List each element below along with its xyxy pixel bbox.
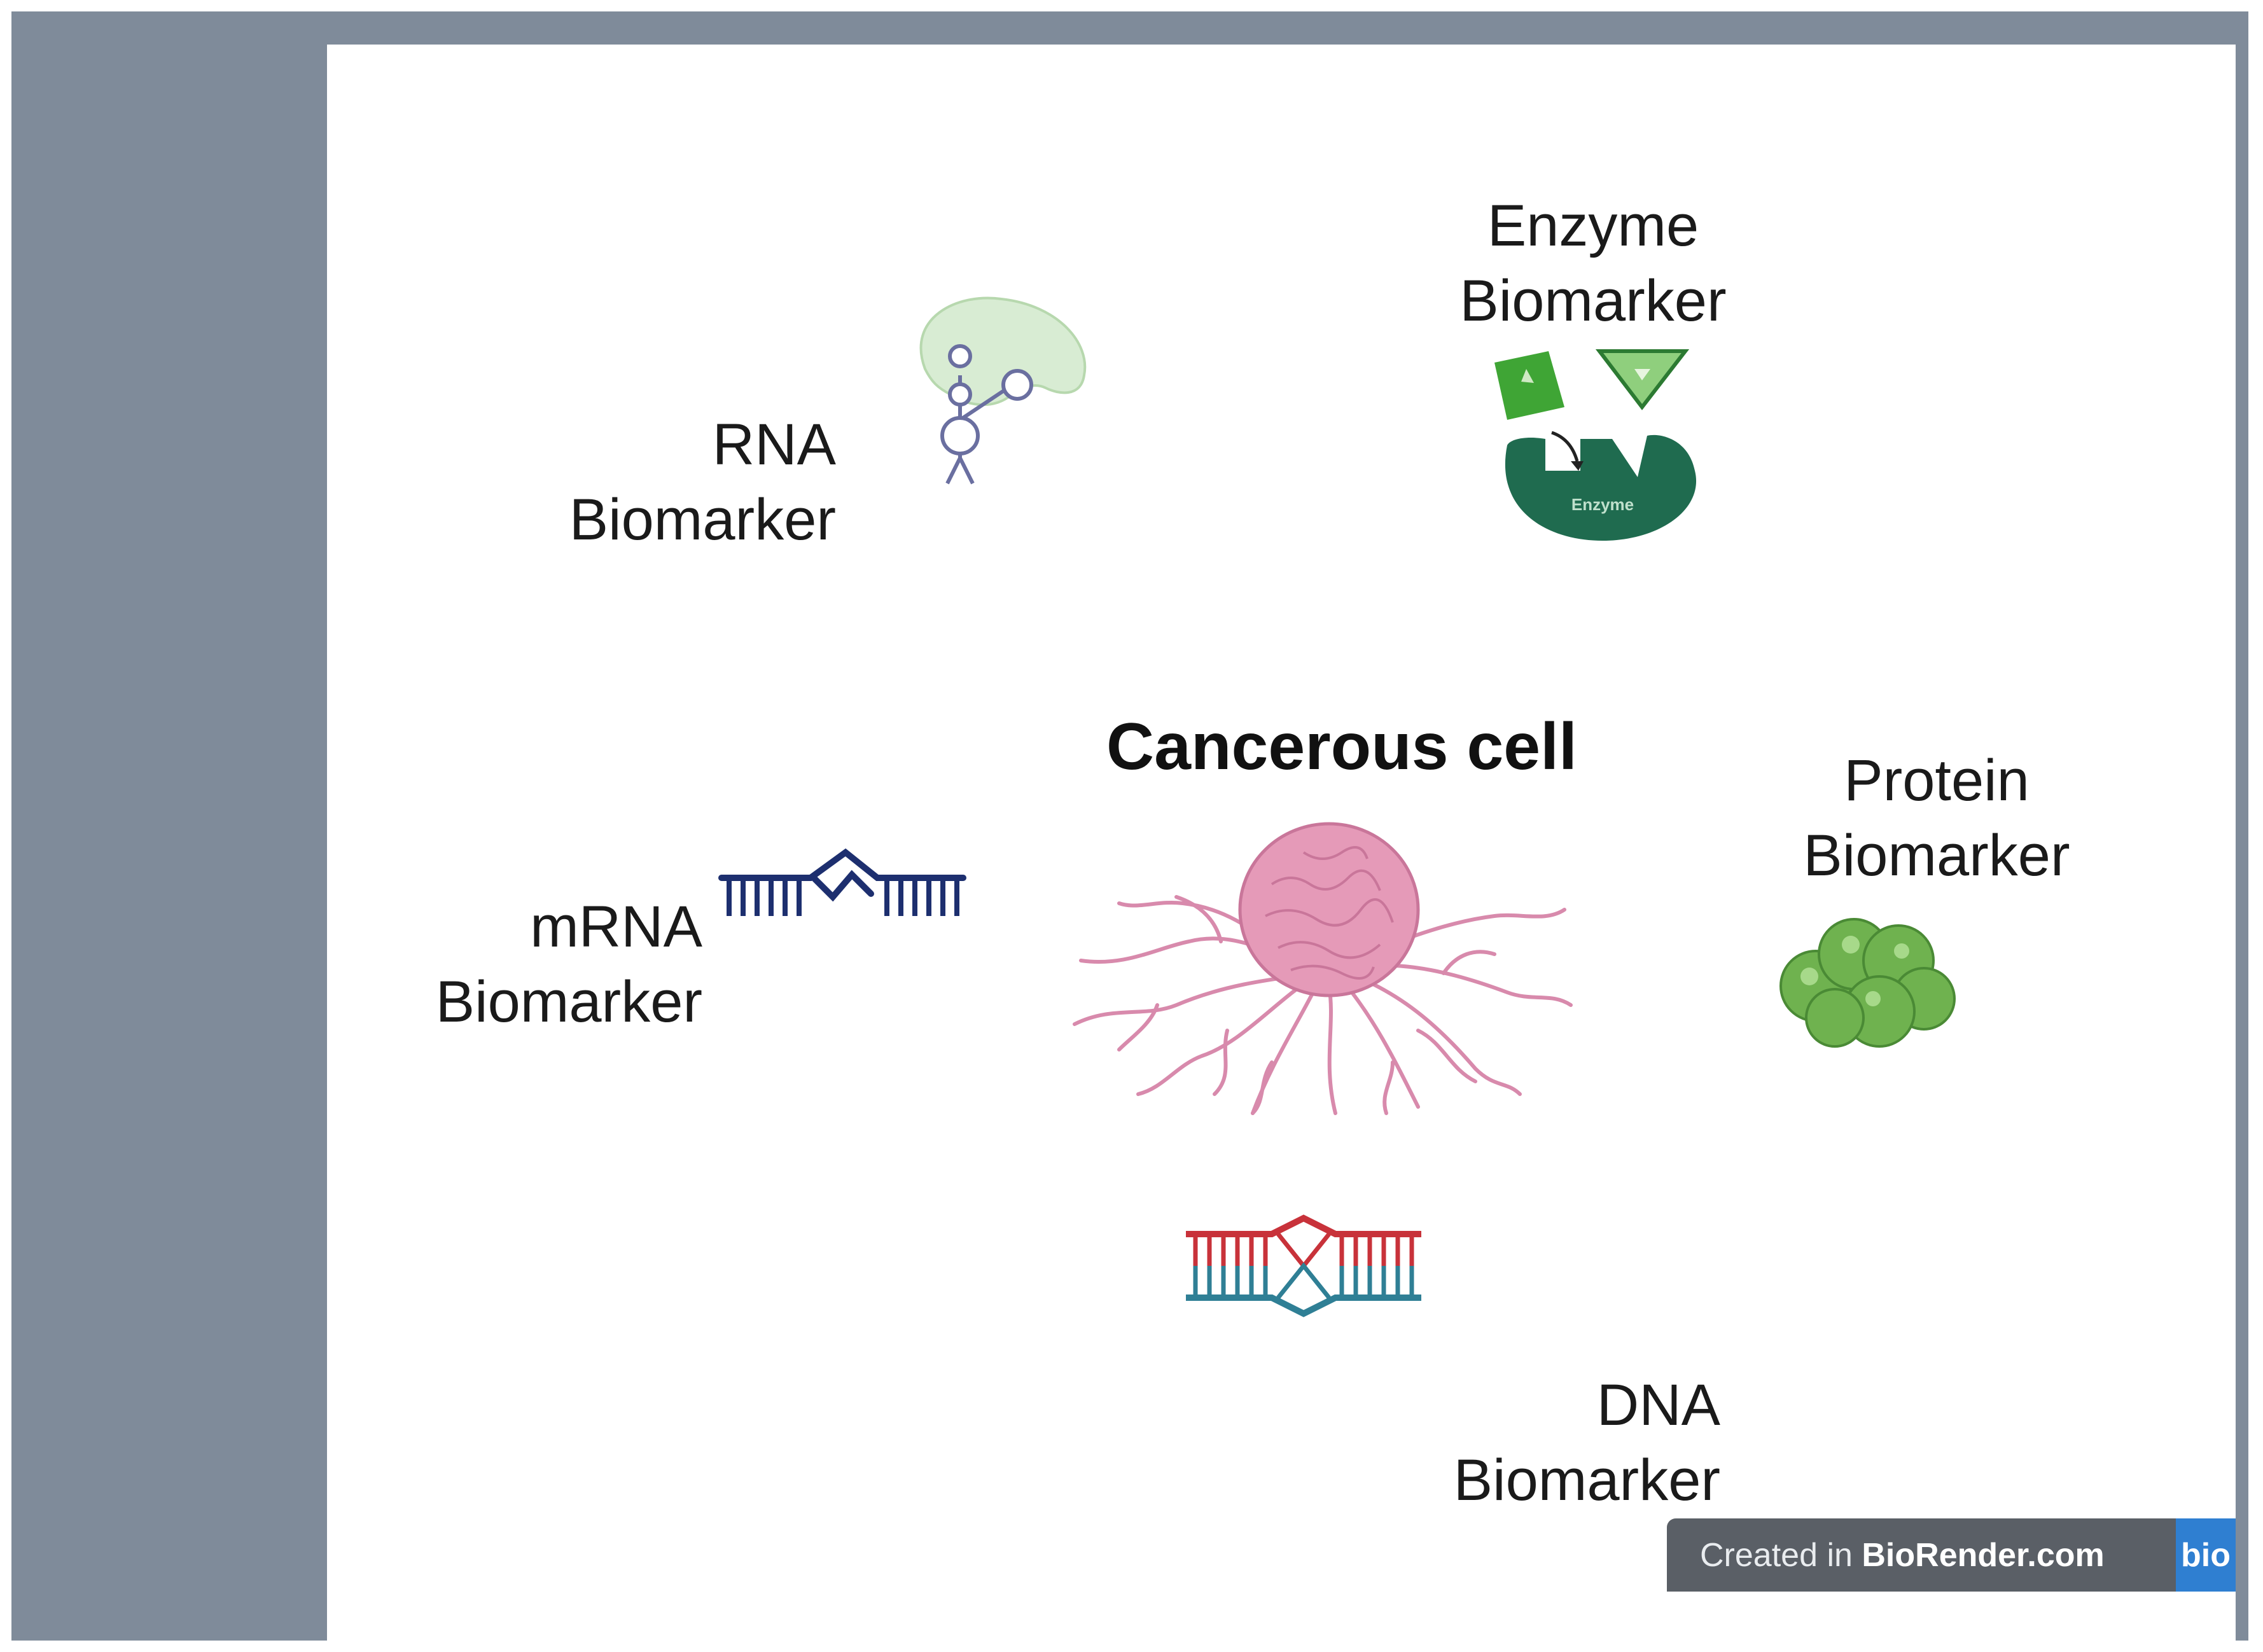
protein-icon (1779, 918, 1956, 1048)
rna-structure-icon (919, 296, 1087, 485)
enzyme-glyph-text: Enzyme (1571, 495, 1634, 514)
watermark-brand: BioRender.com (1862, 1536, 2105, 1574)
cancer-cell-icon (1073, 822, 1573, 1115)
mrna-strand-icon (718, 848, 966, 916)
watermark-prefix: Created in (1700, 1536, 1862, 1574)
enzyme-icon: Enzyme (1494, 349, 1697, 541)
watermark-text: Created in BioRender.com (1667, 1536, 2105, 1574)
biorender-logo: bio (2176, 1518, 2236, 1592)
biorender-watermark: Created in BioRender.com (1667, 1518, 2176, 1592)
dna-strand-icon (1186, 1214, 1421, 1317)
diagram-title: Cancerous cell (1106, 710, 1577, 784)
